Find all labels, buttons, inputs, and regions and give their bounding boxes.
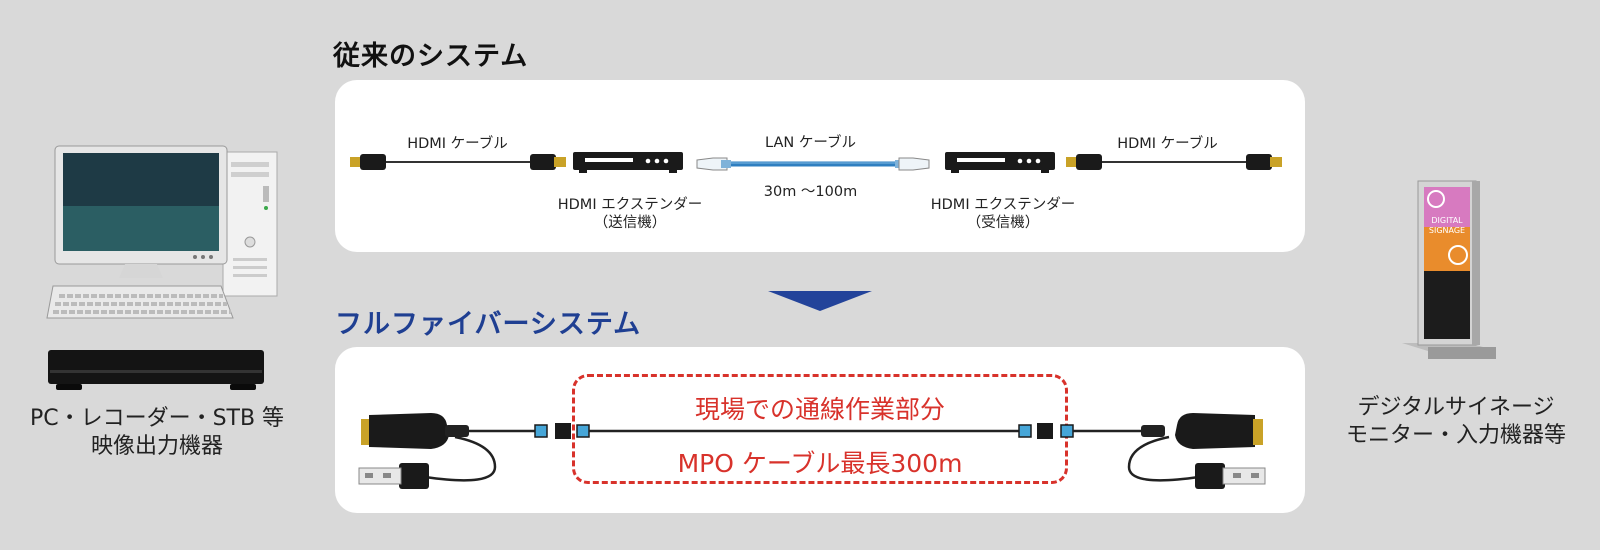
right-device-label-line2: モニター・入力機器等 xyxy=(1345,423,1566,448)
signage-screen-text-2: SIGNAGE xyxy=(1429,226,1465,235)
right-device-label-line1: デジタルサイネージ xyxy=(1357,395,1555,420)
extender-tx-sublabel: （送信機） xyxy=(593,215,667,231)
digital-signage-icon: DIGITAL SIGNAGE xyxy=(1402,180,1496,359)
lan-cable-label: LAN ケーブル xyxy=(765,135,856,151)
fiber-cable-assembly xyxy=(358,413,1266,489)
left-device-label-line1: PC・レコーダー・STB 等 xyxy=(29,406,285,431)
legacy-section-title: 従来のシステム xyxy=(333,41,529,72)
extender-rx-label: HDMI エクステンダー xyxy=(930,197,1076,213)
signage-screen-text-1: DIGITAL xyxy=(1431,216,1463,225)
hdmi-cable-right-label: HDMI ケーブル xyxy=(1117,136,1218,152)
onsite-work-label: 現場での通線作業部分 xyxy=(694,395,945,424)
left-device-label-line2: 映像出力機器 xyxy=(90,434,223,459)
hdmi-cable-right xyxy=(1066,154,1282,170)
extender-tx-label: HDMI エクステンダー xyxy=(557,197,703,213)
recorder-box-icon xyxy=(48,350,264,390)
hdmi-cable-left xyxy=(350,154,566,170)
hdmi-extender-rx-icon xyxy=(945,152,1055,173)
mpo-cable-label: MPO ケーブル最長300m xyxy=(677,449,963,478)
fiber-section-title: フルファイバーシステム xyxy=(335,309,642,340)
hdmi-cable-left-label: HDMI ケーブル xyxy=(407,136,508,152)
hdmi-extender-tx-icon xyxy=(573,152,683,173)
down-arrow-icon xyxy=(768,291,872,311)
lan-cable xyxy=(696,157,930,171)
lan-length-label: 30m 〜100m xyxy=(763,184,858,200)
extender-rx-sublabel: （受信機） xyxy=(966,215,1040,231)
desktop-pc-icon xyxy=(46,145,278,319)
